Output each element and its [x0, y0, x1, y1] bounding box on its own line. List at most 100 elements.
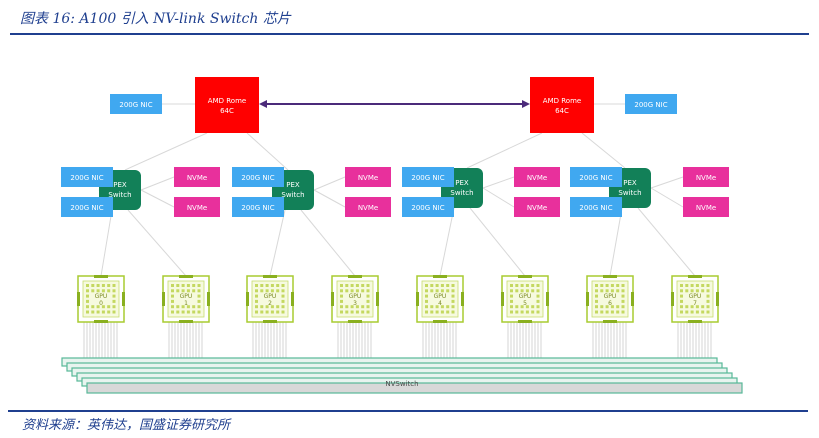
gpu-pin: [610, 310, 614, 314]
source-note: 资料来源：英伟达，国盛证券研究所: [22, 418, 231, 433]
gpu-pin: [706, 299, 710, 303]
nvswitch-stack: NVSwitch: [61, 357, 743, 394]
connector-line: [469, 207, 526, 277]
gpu-pin: [520, 310, 524, 314]
connector-line: [482, 176, 515, 189]
gpu-pin: [345, 289, 349, 293]
gpu-pin: [171, 310, 174, 314]
bottom-divider: [8, 410, 808, 412]
gpu-pin: [176, 310, 180, 314]
nvme-node: NVMe: [514, 197, 560, 217]
connector-line: [124, 132, 208, 171]
gpu-pin: [171, 294, 174, 298]
gpu-pin: [91, 284, 95, 287]
gpu-pin: [181, 310, 185, 314]
gpu-pin: [112, 289, 116, 293]
nvme-node: NVMe: [514, 167, 560, 187]
connector-line: [439, 207, 455, 277]
gpu-index: 2: [268, 300, 272, 307]
gpu-tab: [376, 292, 379, 306]
connector-line: [300, 209, 356, 277]
cpu-cores-label: 64C: [220, 107, 234, 115]
connector-line: [100, 209, 113, 277]
gpu-pin: [265, 289, 269, 293]
gpu-pin: [186, 289, 190, 293]
gpu-pin: [186, 284, 190, 287]
gpu-index: 5: [523, 300, 527, 307]
gpu-tab: [688, 275, 702, 278]
nvme-node: NVMe: [174, 197, 220, 217]
gpu-pin: [690, 310, 694, 314]
gpu-pin: [91, 289, 95, 293]
gpu-pin: [107, 284, 111, 287]
connector-line: [246, 132, 289, 171]
gpu-pin: [197, 284, 201, 287]
gpu-pin: [701, 310, 705, 314]
gpu-pin: [197, 299, 201, 303]
gpu-label: GPU: [519, 293, 532, 300]
nic-label: 200G NIC: [579, 174, 612, 182]
gpu-pin: [425, 284, 428, 287]
nic-node: 200G NIC: [570, 197, 622, 217]
gpu-pin: [171, 289, 174, 293]
gpu-label: GPU: [264, 293, 277, 300]
gpu-pin: [107, 310, 111, 314]
gpu-pin: [536, 299, 540, 303]
gpu-pin: [260, 305, 264, 309]
gpu-pin: [680, 310, 683, 314]
gpu-pin: [112, 305, 116, 309]
gpu-pin: [171, 305, 174, 309]
nvme-box: [683, 167, 729, 187]
connector-line: [650, 176, 684, 189]
gpu-pin: [685, 305, 689, 309]
gpu-tab: [179, 275, 193, 278]
gpu-pin: [260, 310, 264, 314]
gpu-pin: [451, 310, 455, 314]
connector-line: [313, 189, 346, 208]
nic-node: 200G NIC: [402, 197, 454, 217]
gpu-pin: [525, 289, 529, 293]
gpu-pin: [605, 284, 609, 287]
gpu-pin: [366, 305, 370, 309]
gpu-label: GPU: [95, 293, 108, 300]
gpu-pin: [515, 289, 519, 293]
gpu-pin: [176, 289, 180, 293]
nic-box: [232, 167, 284, 187]
gpu-pin: [107, 305, 111, 309]
gpu-pin: [706, 310, 710, 314]
gpu-pin: [616, 289, 620, 293]
gpu-pin: [197, 294, 201, 298]
gpu-pin: [86, 299, 89, 303]
gpu-pin: [605, 305, 609, 309]
gpu-pin: [610, 289, 614, 293]
gpu-pin: [621, 284, 625, 287]
gpu-pin: [366, 299, 370, 303]
gpu-tab: [603, 320, 617, 323]
gpu-pin: [270, 310, 274, 314]
gpu-tab: [716, 292, 719, 306]
gpu-pin: [366, 284, 370, 287]
gpu-pin: [680, 294, 683, 298]
gpu-pin: [86, 289, 89, 293]
nvme-box: [345, 167, 391, 187]
gpu-tab: [331, 292, 334, 306]
nic-label: 200G NIC: [241, 204, 274, 212]
gpu-pin: [520, 289, 524, 293]
gpu-pin: [91, 310, 95, 314]
nic-label: 200G NIC: [634, 101, 667, 109]
gpu-pin: [621, 289, 625, 293]
gpu-label: GPU: [349, 293, 362, 300]
gpu-pin: [595, 299, 598, 303]
gpu-tab: [546, 292, 549, 306]
gpu-tab: [263, 275, 277, 278]
gpu-tab: [122, 292, 125, 306]
gpu-pin: [595, 294, 598, 298]
gpu-pin: [695, 284, 699, 287]
gpu-pin: [265, 305, 269, 309]
gpu-pin: [536, 284, 540, 287]
connector-line: [269, 209, 286, 277]
gpu-tab: [603, 275, 617, 278]
